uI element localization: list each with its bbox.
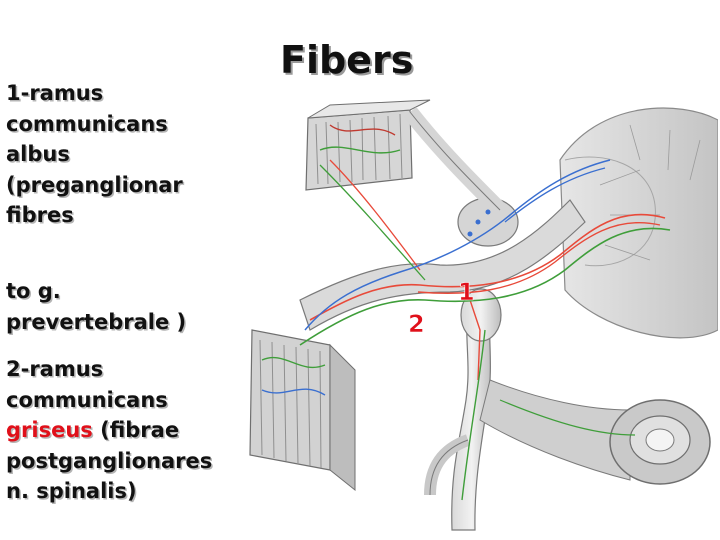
figure-label-2: 2	[408, 310, 425, 338]
slide-title: Fibers	[280, 38, 414, 82]
caption-line: to g.	[6, 279, 61, 303]
caption-line: communicans	[6, 111, 168, 136]
caption-line: postganglionares	[6, 448, 213, 473]
caption-line: n. spinalis)	[6, 479, 137, 503]
caption-line: griseus (fibrae	[6, 415, 256, 446]
caption-text: (fibrae	[92, 418, 180, 442]
preganglionic-fibers	[309, 159, 666, 381]
caption-ramus-communicans-albus: 1-ramus communicans albus (preganglionar…	[6, 78, 256, 231]
lower-tissue-block	[249, 329, 356, 492]
caption-ramus-communicans-griseus: 2-ramus communicans griseus (fibrae post…	[6, 354, 256, 507]
figure-label-1: 1	[458, 278, 475, 306]
intestine-section	[479, 379, 711, 485]
caption-highlight: griseus	[6, 418, 93, 442]
caption-line: 2-ramus	[6, 357, 104, 381]
spinal-nerve	[299, 107, 586, 331]
autonomic-nerve-illustration: 1 2	[249, 99, 718, 531]
caption-line: albus	[6, 142, 70, 166]
postganglionic-fibers	[299, 164, 671, 501]
caption-line: communicans	[6, 387, 168, 412]
caption-prevertebral-ganglion: to g. prevertebrale )	[6, 276, 256, 337]
caption-line: 1-ramus	[6, 81, 104, 105]
upper-tissue-block	[305, 99, 431, 191]
caption-line: fibres	[6, 203, 74, 227]
caption-line: (preganglionar	[6, 172, 183, 197]
sensory-fibers	[304, 159, 611, 331]
caption-line: prevertebrale )	[6, 309, 187, 334]
